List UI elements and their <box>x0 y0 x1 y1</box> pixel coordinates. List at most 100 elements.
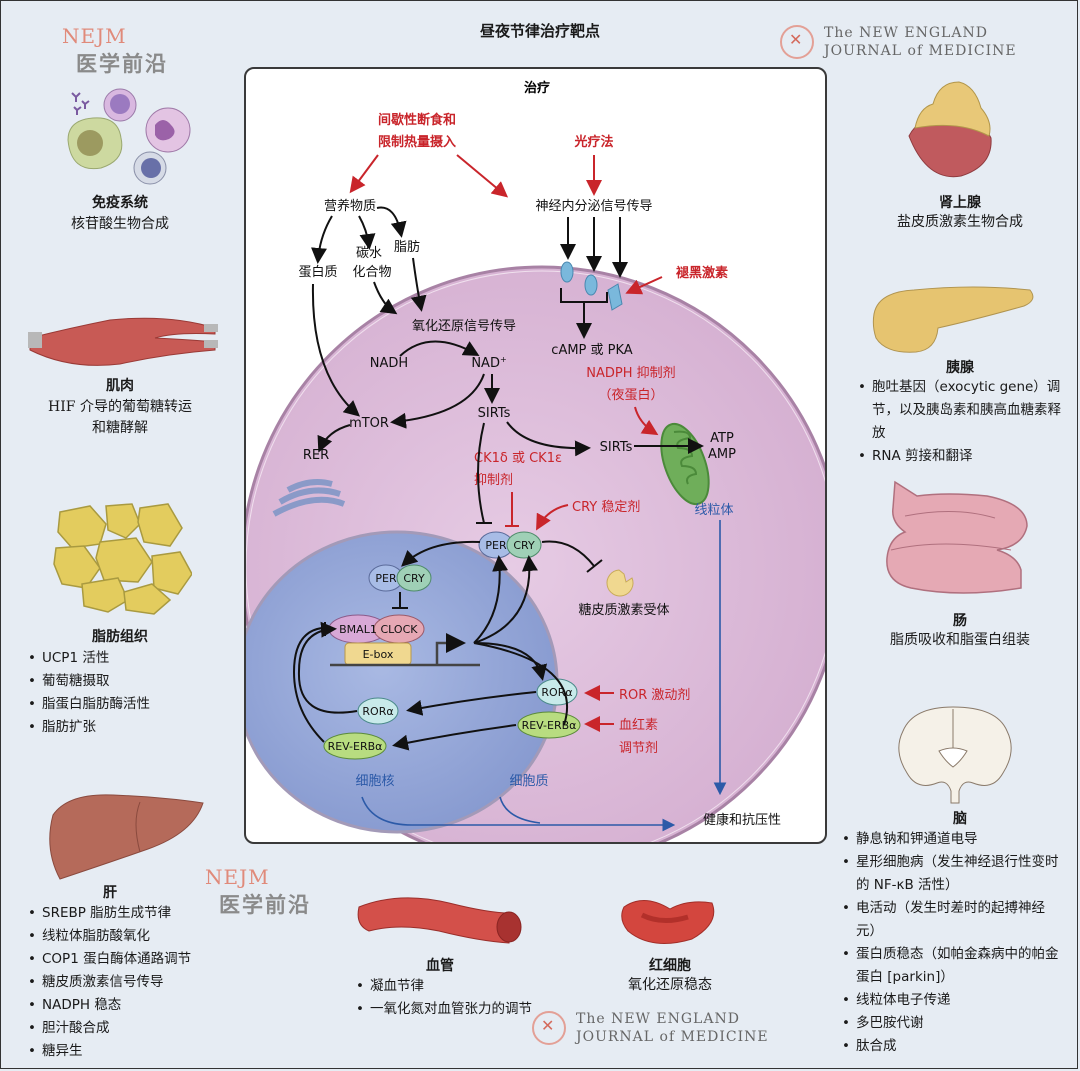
node-carb-l1: 碳水 <box>356 246 382 261</box>
node-gc-receptor: 糖皮质激素受体 <box>578 602 669 618</box>
arrow-cry-stabilizer <box>536 504 569 531</box>
label-per: PER <box>375 572 397 585</box>
label-clock: CLOCK <box>381 623 419 636</box>
node-sirts-2: SIRTs <box>600 440 633 455</box>
arrow-fasting-nutrients <box>349 154 379 194</box>
therapy-melatonin: 褪黑激素 <box>676 265 728 281</box>
list-item: 线粒体脂肪酸氧化 <box>28 925 248 948</box>
rora-nucleus <box>357 697 399 725</box>
list-item: 脂蛋白脂肪酶活性 <box>28 693 238 716</box>
rbc-desc: 氧化还原稳态 <box>628 977 712 993</box>
list-item: 脂肪扩张 <box>28 716 238 739</box>
liver-list: SREBP 脂肪生成节律 线粒体脂肪酸氧化 COP1 蛋白酶体通路调节 糖皮质激… <box>28 902 248 1063</box>
reverb-nucleus <box>323 732 387 760</box>
membrane-receptors <box>560 261 623 311</box>
arrow-fasting-neuroendocrine <box>456 154 509 198</box>
journal-logo-bottom: The NEW ENGLAND JOURNAL of MEDICINE <box>532 1010 769 1046</box>
node-nadh: NADH <box>370 356 408 371</box>
therapy-ror-agonist: ROR 激动剂 <box>619 688 690 703</box>
nejm-short-text: NEJM <box>205 865 270 889</box>
label-reverb: REV-ERBα <box>522 719 577 732</box>
arrow-nadph <box>634 406 659 436</box>
nejm-cn-text: 医学前沿 <box>76 52 168 76</box>
intestine-desc: 脂质吸收和脂蛋白组装 <box>890 632 1030 648</box>
node-atp: ATP <box>710 431 734 446</box>
label-rora: RORα <box>362 705 393 718</box>
list-item: 线粒体电子传递 <box>842 989 1064 1012</box>
list-item: COP1 蛋白酶体通路调节 <box>28 948 248 971</box>
list-item: 胆汁酸合成 <box>28 1017 248 1040</box>
therapy-panel: 治疗 间歇性断食和 限制热量摄入 光疗法 褪黑激素 NADPH 抑制剂 （夜蛋白… <box>244 67 827 844</box>
journal-seal-icon <box>532 1011 566 1045</box>
node-outcome: 健康和抗压性 <box>703 812 781 828</box>
therapy-cry-stabilizer: CRY 稳定剂 <box>572 499 640 515</box>
therapy-heme-l2: 调节剂 <box>619 741 658 756</box>
pancreas-list: 胞吐基因（exocytic gene）调节，以及胰岛素和胰高血糖素释放 RNA … <box>858 376 1068 468</box>
node-nutrients: 营养物质 <box>324 198 376 214</box>
therapy-heme-l1: 血红素 <box>619 717 658 733</box>
list-item: 电活动（发生时差时的起搏神经元） <box>842 897 1064 943</box>
label-mitochondria: 线粒体 <box>694 503 733 518</box>
nejm-cn-logo-bottom: NEJM 医学前沿 <box>205 865 311 919</box>
arrow-nucleus-outcome <box>361 796 676 832</box>
list-item: 糖皮质激素信号传导 <box>28 971 248 994</box>
therapy-heading: 治疗 <box>524 80 550 96</box>
intestine-name: 肠 <box>953 613 967 629</box>
list-item: 胞吐基因（exocytic gene）调节，以及胰岛素和胰高血糖素释放 <box>858 376 1068 445</box>
muscle-desc-line: HIF 介导的葡萄糖转运 <box>48 399 192 415</box>
reverb-cytoplasm <box>517 711 581 739</box>
list-item: 星形细胞病（发生神经退行性变时的 NF-κB 活性） <box>842 851 1064 897</box>
rbc-name: 红细胞 <box>649 958 691 974</box>
journal-line2: JOURNAL of MEDICINE <box>824 43 1017 59</box>
node-neuroendocrine: 神经内分泌信号传导 <box>535 198 652 214</box>
therapy-nadph-l2: （夜蛋白） <box>598 387 663 403</box>
list-item: NADPH 稳态 <box>28 994 248 1017</box>
journal-logo: The NEW ENGLAND JOURNAL of MEDICINE <box>780 24 1017 60</box>
vessel-name: 血管 <box>426 958 454 974</box>
node-mtor: mTOR <box>349 416 389 431</box>
muscle-icon <box>28 317 218 366</box>
node-amp: AMP <box>708 447 736 462</box>
node-rer: RER <box>303 448 329 463</box>
muscle-desc-line: 和糖酵解 <box>92 420 148 436</box>
endoplasmic-reticulum <box>272 479 346 517</box>
nejm-short-text: NEJM <box>62 24 127 48</box>
dna-promoter <box>330 633 480 667</box>
muscle-desc: HIF 介导的葡萄糖转运 和糖酵解 <box>10 397 230 439</box>
label-reverb: REV-ERBα <box>328 740 383 753</box>
label-bmal1: BMAL1 <box>339 623 377 636</box>
label-cry: CRY <box>403 572 425 585</box>
list-item: RNA 剪接和翻译 <box>858 445 1068 468</box>
label-nucleus: 细胞核 <box>355 774 394 789</box>
vessel-list: 凝血节律 一氧化氮对血管张力的调节 <box>356 975 536 1021</box>
therapy-fasting-l1: 间歇性断食和 <box>378 112 456 128</box>
pancreas-icon <box>872 286 1034 353</box>
figure-title: 昼夜节律治疗靶点 <box>479 22 600 40</box>
list-item: 静息钠和钾通道电导 <box>842 828 1064 851</box>
node-carb-l2: 化合物 <box>352 265 391 280</box>
muscle-name: 肌肉 <box>106 378 134 394</box>
adipose-tissue-icon <box>53 503 192 615</box>
brain-list: 静息钠和钾通道电导 星形细胞病（发生神经退行性变时的 NF-κB 活性） 电活动… <box>842 828 1064 1058</box>
therapy-fasting-l2: 限制热量摄入 <box>378 134 456 150</box>
intestine-icon <box>886 480 1028 594</box>
immune-name: 免疫系统 <box>92 195 148 211</box>
label-per: PER <box>485 539 507 552</box>
list-item: 多巴胺代谢 <box>842 1012 1064 1035</box>
therapy-ck1-l1: CK1δ 或 CK1ε <box>474 451 562 466</box>
adipose-name: 脂肪组织 <box>92 629 148 645</box>
immune-cells-icon <box>67 88 191 185</box>
arrow-melatonin <box>625 276 663 295</box>
journal-line1: The NEW ENGLAND <box>824 25 988 41</box>
nejm-cn-logo: NEJM 医学前沿 <box>62 24 168 78</box>
glucocorticoid-receptor-icon <box>606 569 634 597</box>
blood-vessel-icon <box>357 897 522 944</box>
therapy-ck1-l2: 抑制剂 <box>474 473 513 488</box>
node-fat: 脂肪 <box>394 239 420 255</box>
node-camp-pka: cAMP 或 PKA <box>551 343 632 358</box>
list-item: 糖异生 <box>28 1040 248 1063</box>
liver-name: 肝 <box>103 885 117 901</box>
immune-desc: 核苷酸生物合成 <box>71 216 169 232</box>
pathway-diagram: 治疗 间歇性断食和 限制热量摄入 光疗法 褪黑激素 NADPH 抑制剂 （夜蛋白… <box>246 80 825 842</box>
list-item: 葡萄糖摄取 <box>28 670 238 693</box>
